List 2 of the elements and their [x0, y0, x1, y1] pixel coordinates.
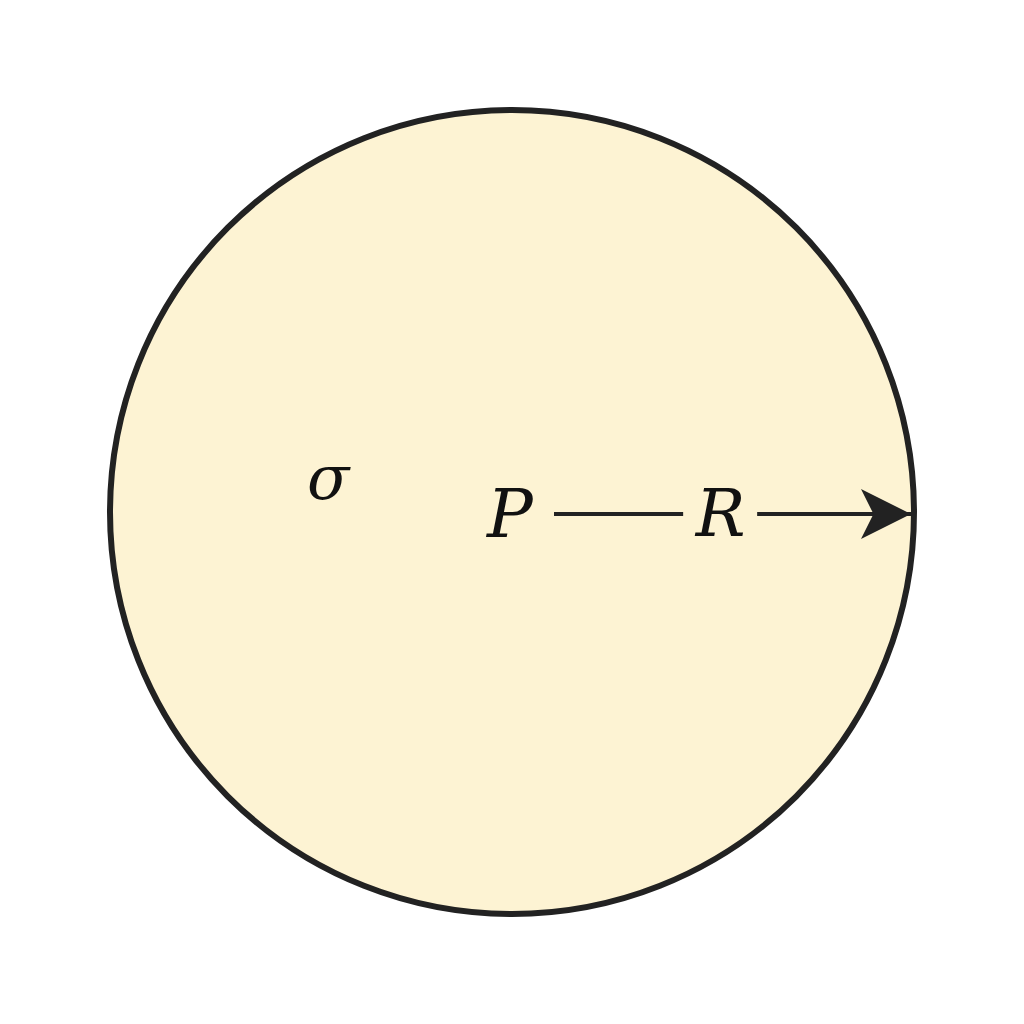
symbol-label: σ — [307, 447, 350, 509]
point-label: P — [487, 480, 533, 548]
